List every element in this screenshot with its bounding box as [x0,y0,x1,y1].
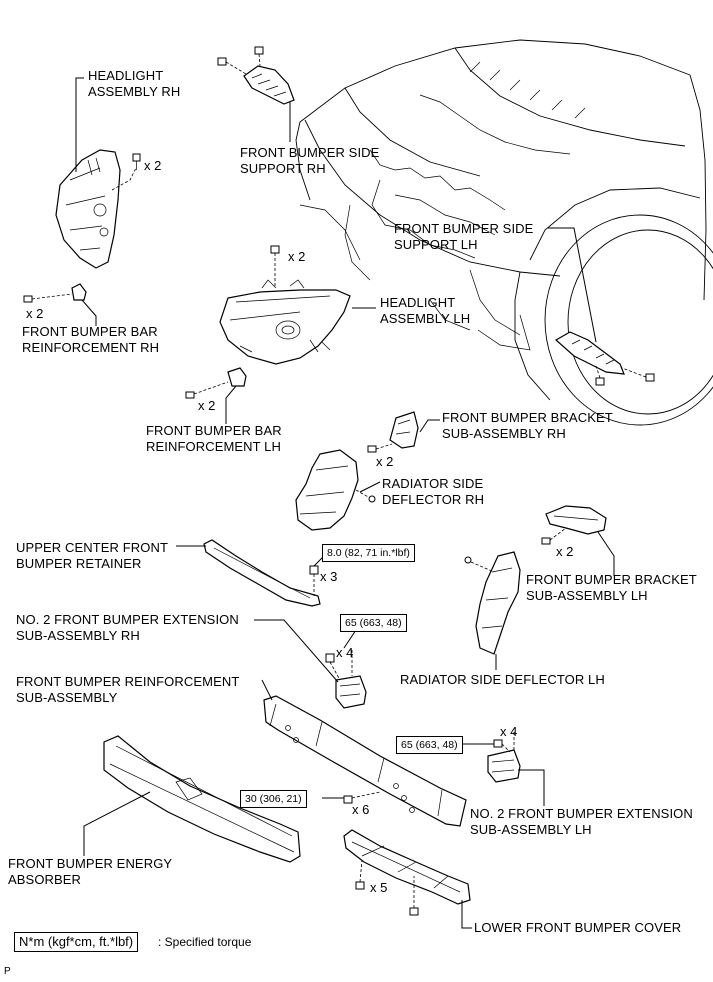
extension-lh-bolt [493,739,511,753]
deflector-rh-clip-path [355,489,371,499]
count-lower-cover: x 5 [370,880,388,895]
bumper-reinforcement-part [263,695,467,827]
deflector-lh-clip-path [470,561,495,573]
headlight-lh-bolt [270,245,280,288]
count-retainer: x 3 [320,569,338,584]
count-extension-rh: x 4 [336,645,354,660]
radiator-deflector-lh-part [475,551,521,655]
side-support-rh-bolt-a [217,57,247,75]
count-extension-lh: x 4 [500,724,518,739]
bar-reinforcement-lh-bolt [185,381,229,399]
headlight-rh-bolt-path [111,167,137,191]
deflector-rh-clip [368,495,376,503]
count-bar-reinforcement-lh: x 2 [198,398,216,413]
side-support-lh-bolt-b [621,367,655,382]
side-support-rh-part [243,65,295,105]
count-bar-reinforcement-rh: x 2 [26,306,44,321]
legend-torque-unit: N*m (kgf*cm, ft.*lbf) [14,932,139,952]
extension-rh-torque-leader [343,629,357,649]
upper-retainer-part [203,539,321,607]
headlight-assembly-rh-part [55,149,121,269]
lower-cover-leader [461,900,472,929]
count-bracket-rh: x 2 [376,454,394,469]
bracket-rh-leader [419,419,440,433]
extension-rh-leader [254,619,339,683]
torque-reinforcement: 30 (306, 21) [240,790,307,808]
bar-reinforcement-lh-part [227,367,247,387]
retainer-bolt [309,565,319,596]
count-headlight-lh: x 2 [288,249,306,264]
label-deflector-lh: RADIATOR SIDE DEFLECTOR LH [400,672,605,687]
side-support-lh-bolt-a [595,365,605,386]
headlight-rh-leader [75,77,84,172]
extension-rh-bolt [325,653,341,681]
bar-reinforcement-rh-leader [81,299,97,326]
torque-extension-rh: 65 (663, 48) [340,614,407,632]
extension-lh-part [487,749,521,783]
side-support-lh-leader [548,227,597,343]
bracket-lh-leader [597,531,615,576]
bar-reinforcement-rh-part [71,283,87,301]
bar-reinforcement-lh-leader [225,385,237,424]
bracket-lh-bolt [541,527,567,545]
reinforcement-nut-path [351,791,381,799]
lower-cover-clip-a [355,859,365,890]
reinforcement-nut [343,795,353,804]
bracket-rh-part [389,411,419,449]
lower-cover-part [343,829,471,905]
deflector-rh-leader [359,481,381,493]
extension-rh-part [335,675,367,709]
radiator-deflector-rh-part [295,449,359,531]
count-headlight-rh: x 2 [144,158,162,173]
side-support-lh-part [554,331,625,375]
extension-lh-leader [518,769,545,806]
count-bracket-lh: x 2 [556,544,574,559]
figure-code: P [4,966,11,977]
count-reinforcement: x 6 [352,802,370,817]
reinforcement-leader [261,679,273,701]
torque-extension-lh: 65 (663, 48) [396,736,463,754]
vehicle-body-outline [295,39,713,426]
headlight-assembly-lh-part [219,279,351,365]
legend-description: : Specified torque [158,935,252,949]
bracket-lh-part [545,505,607,535]
bracket-rh-bolt [367,443,393,453]
energy-absorber-leader [83,791,151,856]
side-support-rh-bolt-b [254,46,264,67]
torque-retainer: 8.0 (82, 71 in.*lbf) [322,544,415,562]
lower-cover-clip-b [409,876,419,916]
bar-reinforcement-rh-bolt [23,293,73,303]
deflector-lh-clip [464,556,472,564]
headlight-rh-bolt [132,153,141,170]
label-lower-cover: LOWER FRONT BUMPER COVER [474,920,682,935]
